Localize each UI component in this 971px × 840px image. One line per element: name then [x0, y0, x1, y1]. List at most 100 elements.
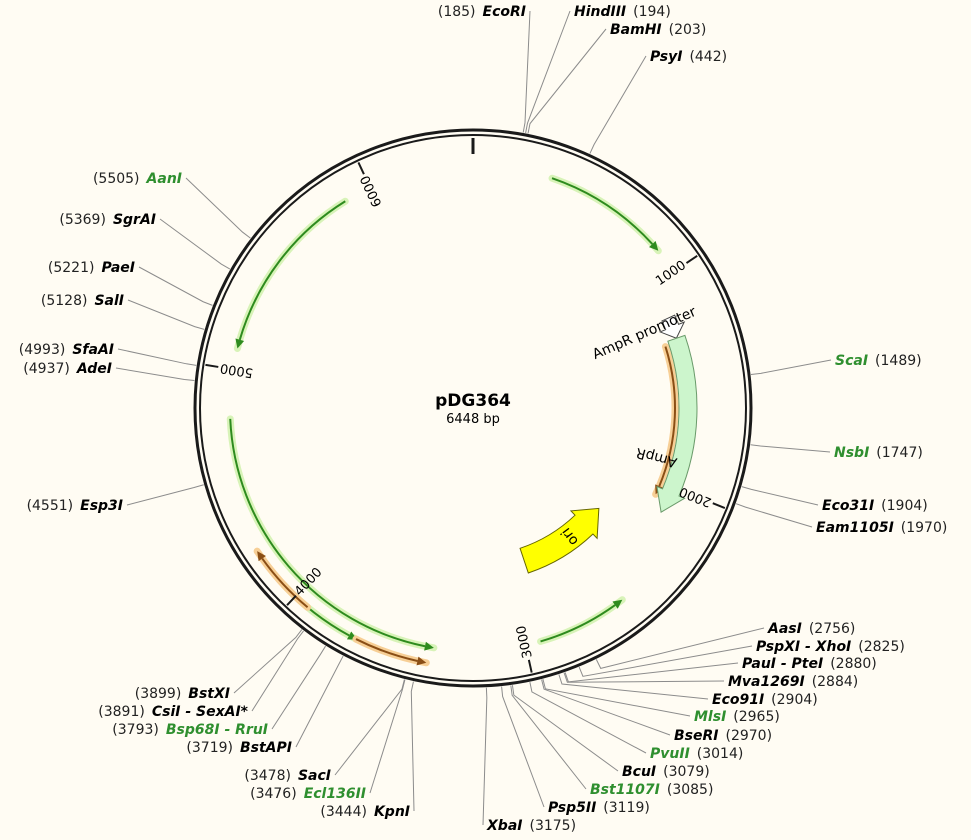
- site-name-esp3i: Esp3I: [80, 498, 123, 514]
- site-esp3i: Esp3I(4551): [27, 498, 123, 514]
- leader-eam1105i: [735, 503, 813, 528]
- orf-green-9: [548, 174, 662, 255]
- leader-kpni: [410, 681, 415, 812]
- plasmid-name: pDG364: [435, 391, 511, 411]
- site-pos-mva1269i: (2884): [812, 674, 859, 690]
- site-paei: PaeI(5221): [48, 260, 135, 276]
- orf-arrowhead: [649, 241, 659, 251]
- orf-arrows: [226, 174, 693, 667]
- leader-nsbi: [750, 444, 831, 453]
- tick-2000: [712, 502, 726, 509]
- site-name-pvuii: PvuII: [650, 746, 690, 762]
- site-name-psp5ii: Psp5II: [548, 800, 596, 816]
- leader-bsp68i-rrui: [271, 645, 327, 730]
- site-name-paei: PaeI: [101, 260, 135, 276]
- leader-paui-ptei: [564, 662, 739, 683]
- site-scai: ScaI(1489): [835, 353, 922, 369]
- site-name-bstapi: BstAPI: [240, 740, 292, 756]
- site-pos-kpni: (3444): [320, 804, 367, 820]
- site-pos-bstapi: (3719): [186, 740, 233, 756]
- tick-label-1000: 1000: [653, 258, 689, 289]
- site-adei: AdeI(4937): [23, 361, 112, 377]
- site-name-mva1269i: Mva1269I: [728, 674, 805, 690]
- site-bstapi: BstAPI (3719): [186, 740, 292, 756]
- plasmid-size: 6448 bp: [446, 412, 500, 427]
- tick-label-6000: 6000: [358, 173, 386, 209]
- site-eam1105i: Eam1105I(1970): [816, 520, 947, 536]
- site-bstxi: BstXI(3899): [135, 686, 230, 702]
- site-name-aani: AanI: [146, 171, 182, 187]
- site-pos-aasi: (2756): [809, 621, 856, 637]
- leader-sali: [127, 299, 205, 330]
- site-pos-bamhi: (203): [669, 22, 707, 38]
- leader-aani: [185, 177, 251, 239]
- site-pos-paui-ptei: (2880): [830, 656, 877, 672]
- orf-halo: [537, 596, 626, 645]
- orf-line: [540, 604, 616, 643]
- site-eco31i: Eco31I(1904): [822, 498, 928, 514]
- site-name-eco91i: Eco91I: [712, 692, 764, 708]
- orf-line: [229, 418, 426, 648]
- orf-orange-4: [253, 547, 312, 611]
- site-name-ecl136ii: Ecl136II: [304, 786, 366, 802]
- leader-xbai: [482, 687, 488, 826]
- site-name-adei: AdeI: [76, 361, 112, 377]
- site-pos-bstxi: (3899): [135, 686, 182, 702]
- leader-pvuii: [529, 682, 647, 754]
- leader-hindiii: [525, 10, 571, 134]
- site-pos-saci: (3478): [244, 768, 291, 784]
- site-ecori: EcoRI(185): [438, 4, 526, 20]
- site-bst1107i: Bst1107I(3085): [590, 782, 713, 798]
- site-name-sfaai: SfaAI: [72, 342, 114, 358]
- leader-psp5ii: [501, 686, 545, 808]
- site-psyi: PsyI (442): [650, 49, 727, 65]
- site-paui-ptei: PauI - PteI(2880): [742, 656, 877, 672]
- site-pos-scai: (1489): [875, 353, 922, 369]
- orf-green-1: [233, 197, 349, 352]
- site-aasi: AasI(2756): [767, 621, 855, 637]
- leader-bstapi: [295, 655, 344, 748]
- leader-paei: [138, 266, 213, 306]
- leader-mva1269i: [563, 672, 725, 683]
- site-aani: AanI(5505): [93, 171, 182, 187]
- site-pos-psp5ii: (3119): [603, 800, 650, 816]
- site-name-kpni: KpnI: [374, 804, 410, 820]
- leader-ecl136ii: [369, 679, 406, 794]
- site-pos-nsbi: (1747): [876, 445, 923, 461]
- site-pos-bseri: (2970): [726, 728, 773, 744]
- leader-bstxi: [233, 629, 303, 694]
- site-name-sali: SalI: [94, 293, 124, 309]
- site-pos-psyi: (442): [689, 49, 727, 65]
- tick-5000: [205, 363, 219, 368]
- site-pspxi-xhoi: PspXI - XhoI(2825): [756, 639, 905, 655]
- tick-3000: [527, 659, 533, 673]
- site-pos-csii-sexai: (3891): [98, 704, 145, 720]
- orf-arrowhead: [612, 599, 623, 609]
- orf-arrowhead: [235, 338, 245, 349]
- tick-label-2000: 2000: [677, 483, 713, 509]
- site-pos-pspxi-xhoi: (2825): [858, 639, 905, 655]
- site-name-sgrai: SgrAI: [113, 212, 156, 228]
- site-bcui: BcuI(3079): [622, 764, 710, 780]
- site-pos-mlsi: (2965): [733, 709, 780, 725]
- site-sali: SalI(5128): [41, 293, 124, 309]
- site-psp5ii: Psp5II (3119): [548, 800, 650, 816]
- orf-green-6: [537, 596, 626, 645]
- tick-label-3000: 3000: [514, 624, 536, 660]
- leader-psyi: [589, 55, 647, 154]
- site-name-psyi: PsyI: [650, 49, 682, 65]
- leader-ecori: [522, 10, 531, 133]
- leader-esp3i: [126, 484, 204, 506]
- backbone-inner: [199, 134, 747, 682]
- orf-arrowhead: [416, 656, 427, 666]
- orf-arrowhead: [424, 641, 434, 651]
- site-name-eco31i: Eco31I: [822, 498, 874, 514]
- orf-line: [551, 177, 654, 245]
- site-ecl136ii: Ecl136II(3476): [250, 786, 366, 802]
- leader-adei: [115, 367, 195, 381]
- orf-line: [355, 638, 418, 662]
- leader-pspxi-xhoi: [578, 645, 753, 677]
- site-bsp68i-rrui: Bsp68I - RruI(3793): [112, 722, 268, 738]
- leader-aasi: [595, 627, 765, 669]
